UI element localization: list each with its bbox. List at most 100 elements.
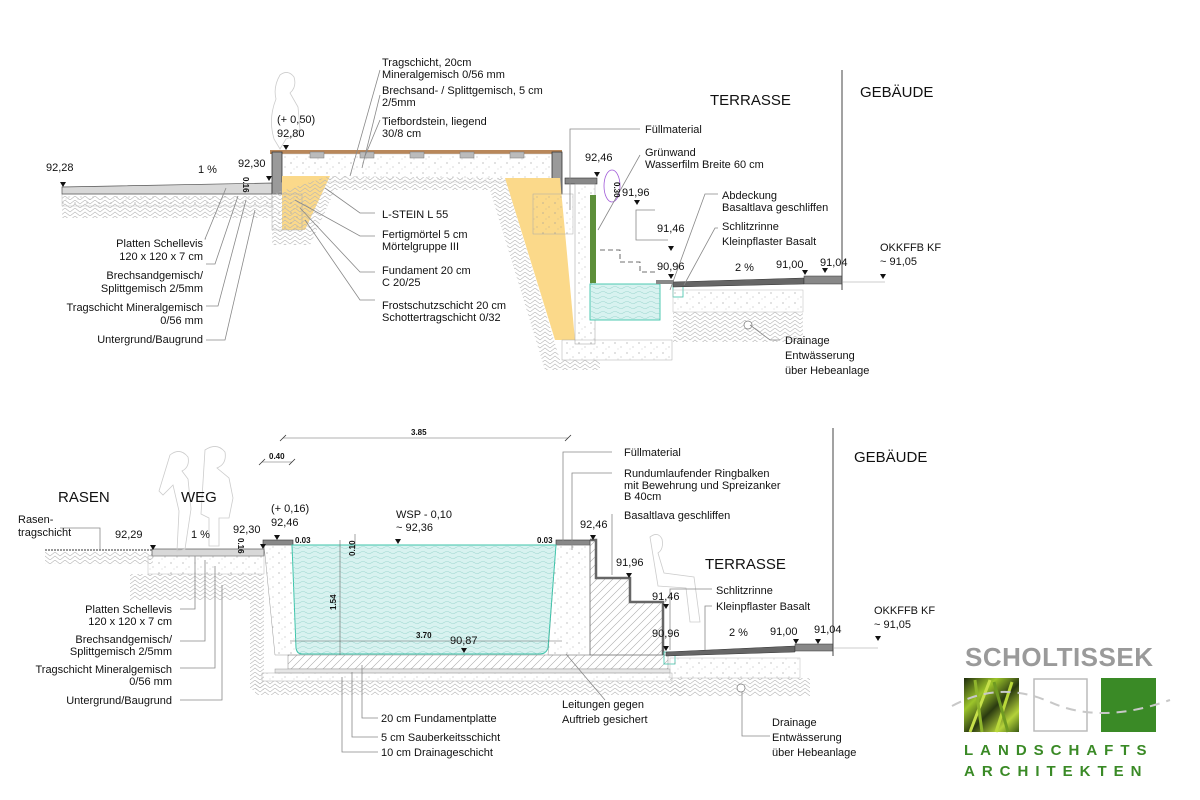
bottom-dim-overhang-left: 0.03 xyxy=(295,536,311,545)
bottom-path-paving xyxy=(151,548,265,557)
top-text: TERRASSE GEBÄUDE 92,28 92,30 (+ 0,50) 92… xyxy=(46,57,941,377)
top-label-left-0: Platten Schellevis xyxy=(116,238,203,250)
top-floor-label: OKKFFB KF xyxy=(880,242,941,254)
top-label-right-5: Schlitzrinne xyxy=(722,221,779,233)
top-label-mid-0: L-STEIN L 55 xyxy=(382,209,448,221)
top-label-top-0: Tragschicht, 20cm xyxy=(382,57,471,69)
bottom-dim-freeboard: 0.10 xyxy=(348,540,357,556)
top-leader-lines xyxy=(204,69,780,341)
top-foundation-right xyxy=(532,193,574,235)
bottom-label-left-6: Untergrund/Baugrund xyxy=(66,695,172,707)
top-level-step2: 91,46 xyxy=(657,223,685,235)
logo-green-square xyxy=(1101,678,1156,732)
top-label-left-6: Untergrund/Baugrund xyxy=(97,334,203,346)
top-terrace-soil xyxy=(673,312,803,342)
bottom-label-right-2: mit Bewehrung und Spreizanker xyxy=(624,480,781,492)
top-label-mid-3: Fundament 20 cm xyxy=(382,265,471,277)
top-terrace-base xyxy=(672,289,804,313)
top-label-left-4: Tragschicht Mineralgemisch xyxy=(66,302,203,314)
top-level-path-left: 92,28 xyxy=(46,162,74,174)
top-level-raised-rel: (+ 0,50) xyxy=(277,114,315,126)
bottom-seated-figure xyxy=(649,534,701,623)
bottom-lawn-soil xyxy=(45,552,153,564)
bottom-zone-path: WEG xyxy=(181,489,217,506)
top-level-step1: 91,96 xyxy=(622,187,650,199)
bottom-label-right-0: Füllmaterial xyxy=(624,447,681,459)
bottom-label-right-3: B 40cm xyxy=(624,491,661,503)
logo-name: SCHOLTISSEK xyxy=(965,642,1153,672)
bottom-label-pipes-0: Leitungen gegen xyxy=(562,699,644,711)
top-stair-hidden xyxy=(600,249,656,273)
bottom-level-pool-bottom: 90,87 xyxy=(450,635,478,647)
bottom-dim-coping: 0.40 xyxy=(269,452,285,461)
bottom-building-floor xyxy=(794,643,834,652)
bottom-level-markers xyxy=(150,535,881,653)
bottom-child-figure xyxy=(158,451,192,552)
top-label-mid-1: Fertigmörtel 5 cm xyxy=(382,229,468,241)
bottom-floor-value: ~ 91,05 xyxy=(874,619,911,631)
top-label-top-4: Tiefbordstein, liegend xyxy=(382,116,487,128)
top-label-top-3: 2/5mm xyxy=(382,97,416,109)
top-label-right-1: Grünwand xyxy=(645,147,696,159)
bottom-stair-basalt xyxy=(590,538,665,655)
logo-line2: ARCHITEKTEN xyxy=(964,763,1149,780)
bottom-level-path-edge: 92,30 xyxy=(233,524,261,536)
top-label-right-3: Abdeckung xyxy=(722,190,777,202)
top-label-left-5: 0/56 mm xyxy=(160,315,203,327)
top-section xyxy=(60,69,886,370)
bottom-drain-layer xyxy=(261,672,673,682)
top-level-terrace-b: 91,04 xyxy=(820,257,848,269)
bottom-level-step2: 91,46 xyxy=(652,591,680,603)
top-level-pool-bottom: 90,96 xyxy=(657,261,685,273)
top-label-right-8: Entwässerung xyxy=(785,350,855,362)
top-dim-film: 0.30 xyxy=(612,182,621,198)
bottom-level-step3: 90,96 xyxy=(652,628,680,640)
top-level-pool-edge: 92,46 xyxy=(585,152,613,164)
bottom-level-terrace-b: 91,04 xyxy=(814,624,842,636)
bottom-level-step1: 91,96 xyxy=(616,557,644,569)
bottom-foundation-slab xyxy=(287,654,669,670)
top-label-top-5: 30/8 cm xyxy=(382,128,421,140)
bottom-label-left-4: Tragschicht Mineralgemisch xyxy=(35,664,172,676)
bottom-dimension-lines xyxy=(258,434,572,655)
bottom-label-right-5: Schlitzrinne xyxy=(716,585,773,597)
bottom-label-left-3: Splittgemisch 2/5mm xyxy=(70,646,172,658)
bottom-level-terrace-a: 91,00 xyxy=(770,626,798,638)
bottom-level-pool-rel: (+ 0,16) xyxy=(271,503,309,515)
bottom-label-base-2: 10 cm Drainageschicht xyxy=(381,747,493,759)
bottom-lawn-layer-1: Rasen- xyxy=(18,514,54,526)
bottom-label-base-0: 20 cm Fundamentplatte xyxy=(381,713,497,725)
bottom-path-base xyxy=(147,555,265,575)
bottom-level-water-rel: WSP - 0,10 xyxy=(396,509,452,521)
top-foundation-left xyxy=(271,193,303,231)
top-slope-path: 1 % xyxy=(198,164,217,176)
top-water-waves xyxy=(590,284,660,320)
bottom-text: RASEN WEG TERRASSE GEBÄUDE Rasen- tragsc… xyxy=(18,428,935,759)
logo-line1: LANDSCHAFTS xyxy=(964,742,1154,759)
bottom-lawn-layer-2: tragschicht xyxy=(18,527,71,539)
bottom-label-right-1: Rundumlaufender Ringbalken xyxy=(624,468,770,480)
top-label-right-2: Wasserfilm Breite 60 cm xyxy=(645,159,764,171)
bottom-dim-curb: 0.16 xyxy=(236,538,245,554)
bottom-leader-lines xyxy=(60,451,770,753)
bottom-label-left-2: Brechsandgemisch/ xyxy=(75,634,173,646)
bottom-drain-pipe xyxy=(736,683,746,693)
bottom-dim-inner: 3.70 xyxy=(416,631,432,640)
top-label-mid-5: Frostschutzschicht 20 cm xyxy=(382,300,506,312)
top-label-top-2: Brechsand- / Splittgemisch, 5 cm xyxy=(382,85,543,97)
top-floor-value: ~ 91,05 xyxy=(880,256,917,268)
bottom-zone-building: GEBÄUDE xyxy=(854,449,927,466)
top-paving-left xyxy=(61,182,273,195)
top-zone-building: GEBÄUDE xyxy=(860,84,933,101)
bottom-section xyxy=(45,428,881,753)
bottom-dim-depth: 1.54 xyxy=(329,594,338,610)
top-zone-terrace: TERRASSE xyxy=(710,92,791,109)
bottom-coping-right xyxy=(555,539,591,546)
logo-grass-blades xyxy=(968,679,1014,733)
top-label-left-2: Brechsandgemisch/ xyxy=(106,270,204,282)
bottom-soil-left xyxy=(130,574,264,690)
bottom-terrace-base xyxy=(669,657,801,679)
bottom-dim-overall: 3.85 xyxy=(411,428,427,437)
top-dim-curb: 0.16 xyxy=(241,177,250,193)
